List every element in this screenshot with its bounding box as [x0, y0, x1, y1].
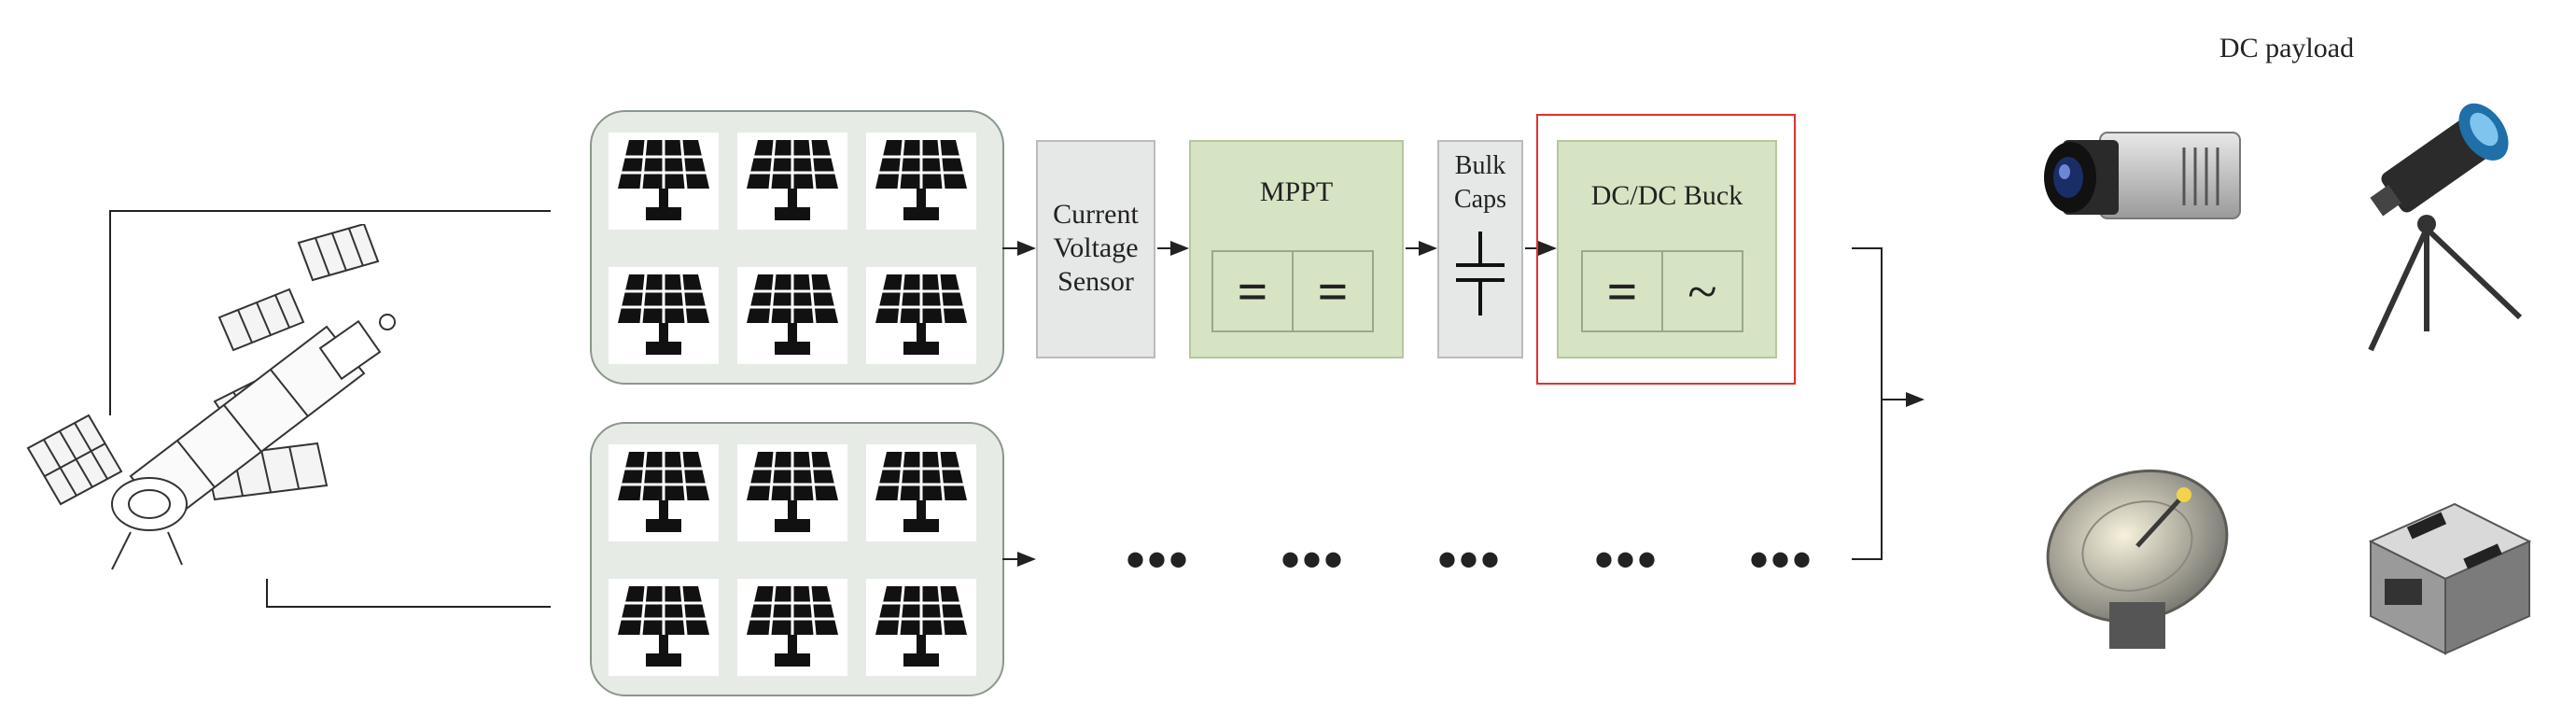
dc-symbol: = — [1317, 261, 1349, 322]
solar-panel-icon — [609, 267, 719, 364]
camera-icon — [2044, 132, 2241, 219]
dcdc-input-dc-symbol: = — [1581, 250, 1663, 332]
solar-panel-icon — [737, 267, 847, 364]
dc-symbol: = — [1237, 261, 1268, 322]
solar-panel-icon — [866, 444, 976, 541]
mppt-output-dc-symbol: = — [1292, 250, 1374, 332]
mppt-label: MPPT — [1259, 176, 1334, 207]
ellipsis-2: ••• — [1281, 529, 1346, 591]
satellite-dish-icon — [2046, 469, 2229, 649]
solar-panel-icon — [866, 267, 976, 364]
space-station-icon — [26, 224, 396, 570]
solar-panel-icon — [737, 444, 847, 541]
bulk-caps-block: Bulk Caps — [1437, 140, 1523, 358]
current-voltage-sensor-block: Current Voltage Sensor — [1036, 140, 1155, 358]
capacitor-icon — [1456, 232, 1505, 316]
ac-symbol: ~ — [1687, 261, 1717, 322]
solar-panel-icon — [609, 133, 719, 230]
solar-panel-icon — [609, 579, 719, 676]
ellipsis-5: ••• — [1749, 529, 1814, 591]
ellipsis-4: ••• — [1594, 529, 1659, 591]
solar-panel-icon — [737, 133, 847, 230]
solar-panel-icon — [737, 579, 847, 676]
dc-payload-label: DC payload — [2219, 33, 2355, 63]
bulk-caps-label: Bulk Caps — [1454, 151, 1506, 214]
dcdc-buck-highlight-frame — [1536, 114, 1796, 385]
solar-array-group-2 — [590, 422, 1004, 696]
mppt-input-dc-symbol: = — [1211, 250, 1294, 332]
dc-symbol: = — [1606, 261, 1638, 322]
dcdc-buck-block: DC/DC Buck = ~ — [1557, 140, 1777, 358]
solar-panel-icon — [866, 133, 976, 230]
mppt-block: MPPT = = — [1189, 140, 1404, 358]
solar-panel-icon — [609, 444, 719, 541]
ellipsis-1: ••• — [1126, 529, 1191, 591]
solar-array-group-1 — [590, 110, 1004, 385]
dcdc-output-ac-symbol: ~ — [1661, 250, 1743, 332]
dcdc-buck-label: DC/DC Buck — [1590, 180, 1743, 211]
ellipsis-3: ••• — [1437, 529, 1503, 591]
electronic-module-icon — [2368, 502, 2532, 655]
sensor-label: Current Voltage Sensor — [1053, 199, 1139, 297]
solar-panel-icon — [866, 579, 976, 676]
telescope-icon — [2368, 103, 2523, 352]
